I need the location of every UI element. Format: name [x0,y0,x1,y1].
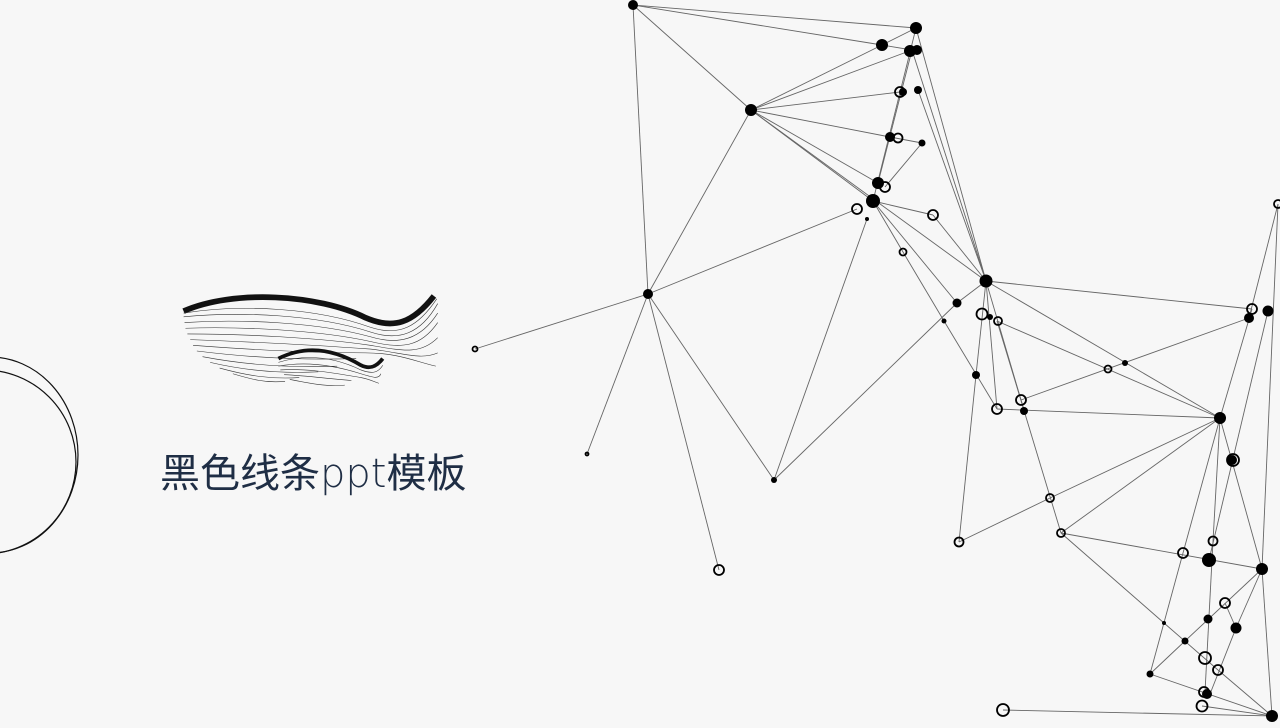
circle-outline-decoration [0,357,79,554]
whale-illustration [182,294,438,386]
slide-title: 黑色线条ppt模板 [160,451,467,497]
